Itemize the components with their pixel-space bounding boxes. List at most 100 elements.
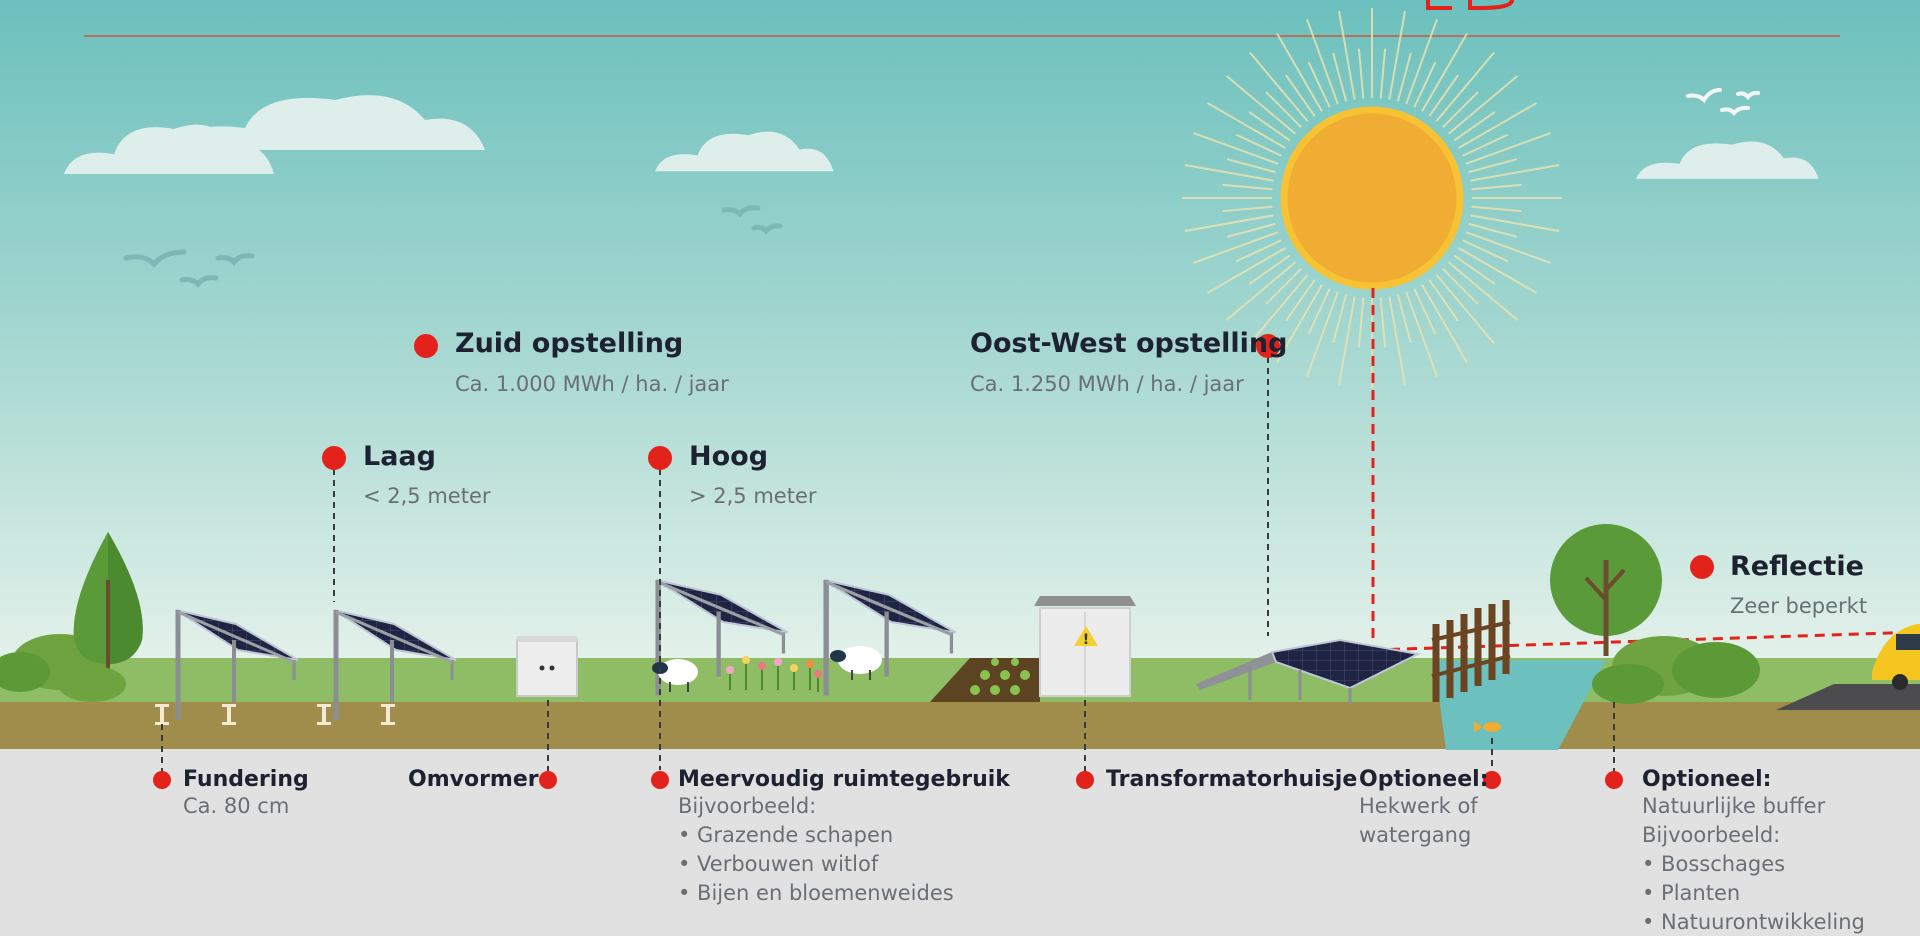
tree-branch bbox=[1584, 576, 1608, 602]
sun-ray bbox=[1276, 284, 1323, 364]
buffer-title: Optioneel: bbox=[1642, 767, 1772, 792]
buffer-line: Bijvoorbeeld: bbox=[1642, 823, 1781, 847]
sun-ray bbox=[1396, 52, 1412, 102]
tree-branch bbox=[1604, 568, 1626, 592]
sun-ray bbox=[1248, 254, 1291, 285]
fundering-label: Fundering Ca. 80 cm bbox=[183, 767, 309, 821]
sun-ray bbox=[1184, 214, 1274, 232]
sun-ray bbox=[1396, 294, 1412, 344]
zuid-sub: Ca. 1.000 MWh / ha. / jaar bbox=[455, 372, 729, 396]
sun-ray bbox=[1453, 111, 1496, 142]
fundering-line: Ca. 80 cm bbox=[183, 794, 290, 818]
hoog-sub: > 2,5 meter bbox=[689, 484, 817, 508]
sun-ray bbox=[1248, 111, 1291, 142]
sun-ray bbox=[1307, 61, 1331, 108]
sun-ray bbox=[1462, 239, 1509, 263]
sun-ray bbox=[1338, 10, 1356, 100]
car-icon bbox=[1872, 624, 1920, 690]
sun-ray bbox=[1222, 205, 1273, 213]
svg-text:!: ! bbox=[1083, 632, 1089, 648]
sun-ray bbox=[1265, 91, 1302, 128]
bird-icon bbox=[123, 205, 783, 288]
sun-ray bbox=[1306, 19, 1339, 105]
tree-icon bbox=[108, 532, 143, 664]
sun-ray bbox=[1338, 296, 1356, 386]
sheep-icon bbox=[830, 646, 882, 680]
laag-sub: < 2,5 meter bbox=[363, 484, 491, 508]
sun-ray bbox=[1388, 10, 1406, 100]
sun-ray bbox=[1332, 294, 1348, 344]
sun-ray bbox=[1206, 102, 1286, 149]
sun-ray bbox=[1226, 158, 1276, 174]
oostwest-title: Oost-West opstelling bbox=[970, 328, 1288, 359]
sun-ray bbox=[1193, 231, 1279, 264]
meervoudig-line: Bijvoorbeeld: bbox=[678, 794, 817, 818]
sun-ray bbox=[1379, 297, 1387, 348]
bush-icon bbox=[0, 652, 50, 692]
omvormer-title: Omvormer bbox=[408, 767, 539, 792]
bush-icon bbox=[58, 666, 126, 702]
reflectie-sub: Zeer beperkt bbox=[1730, 594, 1868, 618]
buffer-line: • Bosschages bbox=[1642, 852, 1786, 876]
sun-ray bbox=[1447, 261, 1519, 321]
sun-ray bbox=[1413, 288, 1437, 335]
sun-ray bbox=[1226, 222, 1276, 238]
sun-ray bbox=[1421, 284, 1468, 364]
sun-ray bbox=[1276, 32, 1323, 112]
sun-ray bbox=[1307, 288, 1331, 335]
sun-ray bbox=[1470, 214, 1560, 232]
sun-ray bbox=[1471, 205, 1522, 213]
sun-ray bbox=[1357, 48, 1365, 99]
sun-ray bbox=[1405, 19, 1438, 105]
warning-icon: ! bbox=[1074, 626, 1098, 648]
sun-ray bbox=[1206, 247, 1286, 294]
sun-ray bbox=[1435, 51, 1495, 123]
sun-ray bbox=[1184, 164, 1274, 182]
sun-ray bbox=[1470, 164, 1560, 182]
hekwerk-line: Hekwerk of bbox=[1359, 794, 1478, 818]
fundering-title: Fundering bbox=[183, 767, 309, 792]
meervoudig-line: • Grazende schapen bbox=[678, 823, 894, 847]
transformer-icon bbox=[1034, 596, 1136, 697]
sun-ray bbox=[1235, 133, 1282, 157]
sun-ray bbox=[1357, 297, 1365, 348]
sun-ray bbox=[1285, 279, 1316, 322]
sun-ray bbox=[1468, 158, 1518, 174]
marker-dots bbox=[153, 334, 1714, 789]
sun-ray bbox=[1379, 48, 1387, 99]
laag-title: Laag bbox=[363, 441, 436, 472]
hekwerk-title: Optioneel: bbox=[1359, 767, 1489, 792]
buffer-label: Optioneel: Natuurlijke buffer Bijvoorbee… bbox=[1642, 767, 1865, 937]
sun-ray bbox=[1465, 132, 1551, 165]
flower-icon bbox=[726, 656, 822, 692]
sun-ray bbox=[1285, 74, 1316, 117]
sun-ray bbox=[1222, 183, 1273, 191]
sun-ray bbox=[1471, 183, 1522, 191]
soil-strip bbox=[0, 702, 1920, 750]
sun-ray bbox=[1465, 231, 1551, 264]
sun-ray bbox=[1468, 222, 1518, 238]
sun-ray bbox=[1193, 132, 1279, 165]
chicory-field bbox=[930, 658, 1040, 702]
sun-ray bbox=[1413, 61, 1437, 108]
zuid-title: Zuid opstelling bbox=[455, 328, 684, 359]
sun-icon bbox=[1280, 106, 1464, 290]
sun-rays bbox=[1182, 8, 1562, 388]
bird-icon bbox=[1686, 88, 1760, 117]
oostwest-sub: Ca. 1.250 MWh / ha. / jaar bbox=[970, 372, 1244, 396]
sun-ray bbox=[1235, 239, 1282, 263]
meervoudig-line: • Bijen en bloemenweides bbox=[678, 881, 954, 905]
logo-fragment bbox=[1426, 0, 1514, 10]
sun-ray bbox=[1225, 75, 1297, 135]
hekwerk-line: watergang bbox=[1359, 823, 1472, 847]
sun-ray bbox=[1462, 133, 1509, 157]
buffer-line: • Natuurontwikkeling bbox=[1642, 910, 1865, 934]
inverter-icon bbox=[516, 636, 578, 697]
solar-panel-icon bbox=[1196, 638, 1422, 704]
sun-ray bbox=[1453, 254, 1496, 285]
sun-ray bbox=[1225, 261, 1297, 321]
meervoudig-line: • Verbouwen witlof bbox=[678, 852, 879, 876]
hoog-title: Hoog bbox=[689, 441, 769, 472]
sun-ray bbox=[1249, 273, 1309, 345]
